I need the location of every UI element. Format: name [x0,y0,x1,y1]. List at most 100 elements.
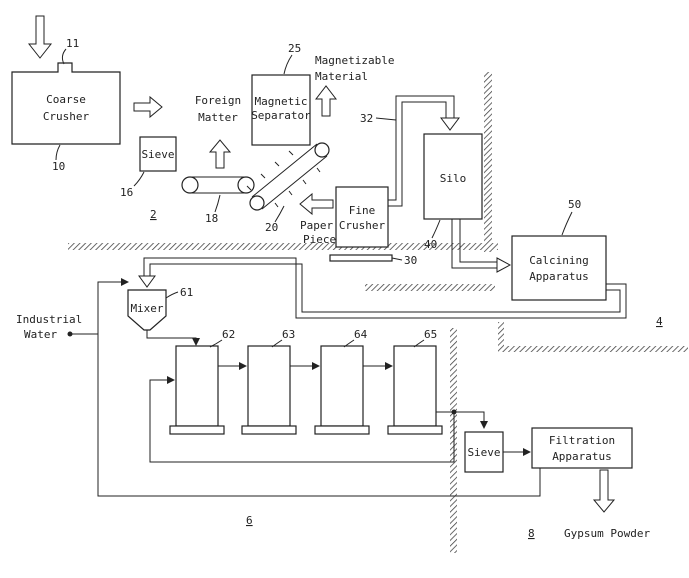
magnetizable-label-2: Material [315,70,368,83]
mixer-funnel [127,289,167,331]
ref-32: 32 [360,112,373,125]
duct-32-inner [388,101,447,207]
gypsum-out-arrow [592,469,616,513]
leader-62 [209,339,223,348]
ref-65: 65 [424,328,437,341]
ref-18: 18 [205,212,218,225]
leader-10 [55,144,61,161]
silo-to-calcining-outer [451,219,498,269]
silo-label: Silo [440,172,467,185]
magnetic-conveyor-20 [246,138,330,211]
leader-65 [413,339,425,348]
mixer-to-tank62 [146,330,200,346]
paper-pieces-label-1: Paper [300,219,333,232]
calcining-label-1: Calcining [529,254,589,267]
paper-pieces-left-arrow [299,192,334,216]
magnetizable-up-arrow [314,85,338,117]
filtration-label-1: Filtration [549,434,615,447]
ref-10: 10 [52,160,65,173]
calcining-return-arrowhead [138,275,156,288]
ref-16: 16 [120,186,133,199]
coarse-crusher-box [11,62,121,145]
wall-calcining-floor [365,284,495,291]
silo-to-calcining-arrowhead [496,257,512,273]
ref-61: 61 [180,286,193,299]
foreign-matter-label-2: Matter [198,111,238,124]
ref-20: 20 [265,221,278,234]
wall-right-vertical-upper [484,72,492,252]
leader-40 [431,219,441,239]
duct-32-outer [388,95,455,201]
sieve-top-box [139,136,177,172]
conveyor-18 [181,176,255,194]
leader-30 [391,257,403,261]
calcining-apparatus-box [511,235,607,301]
leader-50 [561,211,573,236]
sieve-top-label: Sieve [141,148,174,161]
leader-61 [165,291,179,299]
crusher-out-hollow-arrow [133,95,163,119]
fine-crusher-base [329,254,393,262]
foreign-matter-label-1: Foreign [195,94,241,107]
tank-62 [169,345,225,435]
magnetic-separator-label-1: Magnetic [255,95,308,108]
industrial-water-label-2: Water [24,328,57,341]
industrial-water-label-1: Industrial [16,313,82,326]
tank-65 [387,345,443,435]
calcining-label-2: Apparatus [529,270,589,283]
fine-crusher-box [335,186,389,248]
magnetic-separator-box [251,74,311,146]
leader-20 [274,205,285,223]
fine-crusher-label-1: Fine [349,204,376,217]
ref-62: 62 [222,328,235,341]
sieve-bottom-box [464,431,504,473]
silo-to-calcining-inner [459,219,498,263]
ref-11: 11 [66,37,79,50]
leader-25 [283,54,293,75]
to-sieve [456,411,488,429]
coarse-crusher-label-2: Crusher [43,110,90,123]
ref-2: 2 [150,208,157,221]
wall-right-lower-horizontal [498,346,688,352]
recirculation-loop [149,376,455,463]
filtration-label-2: Apparatus [552,450,612,463]
ref-4: 4 [656,315,663,328]
ref-30: 30 [404,254,417,267]
leader-32 [375,117,397,121]
paper-pieces-label-2: Pieces [303,233,343,246]
filtrate-return-loop [97,278,541,497]
ref-25: 25 [288,42,301,55]
tank-63 [241,345,297,435]
ref-64: 64 [354,328,368,341]
leader-16 [133,171,145,187]
fine-crusher-label-2: Crusher [339,219,386,232]
leader-63 [271,339,283,348]
magnetizable-label-1: Magnetizable [315,54,394,67]
tank-64 [314,345,370,435]
ref-6: 6 [246,514,253,527]
leader-18 [214,194,221,213]
foreign-matter-up-arrow [208,139,232,169]
mixer-label: Mixer [130,302,163,315]
gypsum-powder-label: Gypsum Powder [564,527,650,540]
filtration-apparatus-box [531,427,633,469]
water-inlet-dot [67,331,73,337]
input-hollow-arrow [27,15,53,59]
ref-63: 63 [282,328,295,341]
silo-box [423,133,483,220]
sieve-bottom-label: Sieve [467,446,500,459]
calcining-return-outer [143,257,627,319]
ref-40: 40 [424,238,437,251]
ref-8: 8 [528,527,535,540]
wall-upper-horizontal [68,243,498,250]
leader-64 [343,339,355,348]
calcining-return-inner [149,263,621,313]
magnetic-separator-label-2: Separator [251,109,311,122]
leader-11 [61,48,67,65]
ref-50: 50 [568,198,581,211]
branch-dot [451,409,457,415]
duct-32-arrowhead [440,117,460,131]
wall-right-step [498,322,504,352]
coarse-crusher-label-1: Coarse [46,93,86,106]
